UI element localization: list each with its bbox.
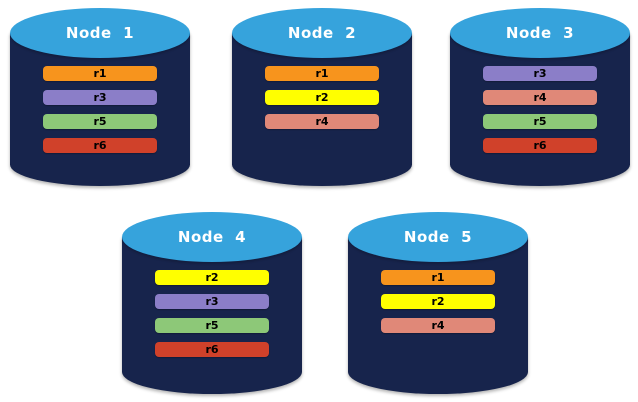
replica-bar[interactable]: r5 <box>43 114 157 129</box>
replica-label: r2 <box>205 271 219 284</box>
cylinder-top-ellipse <box>450 8 630 58</box>
cylinder-body <box>10 33 190 186</box>
replica-label: r3 <box>533 67 547 80</box>
database-node-5[interactable]: Node 5 r1 r2 r4 <box>348 212 528 394</box>
replica-bar[interactable]: r6 <box>483 138 597 153</box>
replica-label: r6 <box>533 139 547 152</box>
node-label: Node 1 <box>65 24 135 42</box>
replica-bar[interactable]: r4 <box>483 90 597 105</box>
replica-bar[interactable]: r3 <box>43 90 157 105</box>
cylinder-icon <box>122 212 302 394</box>
replica-list: r2 r3 r5 r6 <box>122 270 302 357</box>
replica-bar[interactable]: r3 <box>483 66 597 81</box>
replica-bar[interactable]: r3 <box>155 294 269 309</box>
replica-bar[interactable]: r4 <box>381 318 495 333</box>
node-label: Node 2 <box>287 24 357 42</box>
node-label: Node 4 <box>177 228 247 246</box>
replica-label: r4 <box>533 91 547 104</box>
replica-bar[interactable]: r2 <box>155 270 269 285</box>
cylinder-top-ellipse <box>122 212 302 262</box>
cylinder-icon <box>450 8 630 186</box>
database-node-3[interactable]: Node 3 r3 r4 r5 r6 <box>450 8 630 186</box>
replica-list: r1 r2 r4 <box>232 66 412 129</box>
replica-label: r2 <box>315 91 329 104</box>
replica-bar[interactable]: r6 <box>155 342 269 357</box>
replica-label: r1 <box>431 271 445 284</box>
cylinder-icon <box>10 8 190 186</box>
node-label: Node 3 <box>505 24 575 42</box>
replica-bar[interactable]: r6 <box>43 138 157 153</box>
cylinder-top-ellipse <box>348 212 528 262</box>
node-label: Node 5 <box>403 228 473 246</box>
replica-bar[interactable]: r1 <box>381 270 495 285</box>
cylinder-icon <box>348 212 528 394</box>
cylinder-body <box>348 237 528 394</box>
replica-bar[interactable]: r1 <box>43 66 157 81</box>
database-node-1[interactable]: Node 1 r1 r3 r5 r6 <box>10 8 190 186</box>
replica-label: r1 <box>93 67 107 80</box>
cylinder-top-ellipse <box>10 8 190 58</box>
replica-label: r5 <box>205 319 219 332</box>
database-node-4[interactable]: Node 4 r2 r3 r5 r6 <box>122 212 302 394</box>
replica-bar[interactable]: r2 <box>381 294 495 309</box>
replica-label: r4 <box>431 319 445 332</box>
cylinder-body <box>122 237 302 394</box>
replica-bar[interactable]: r5 <box>155 318 269 333</box>
replica-list: r1 r2 r4 <box>348 270 528 333</box>
replica-bar[interactable]: r2 <box>265 90 379 105</box>
replica-label: r2 <box>431 295 445 308</box>
replica-label: r1 <box>315 67 329 80</box>
replica-bar[interactable]: r4 <box>265 114 379 129</box>
replica-label: r6 <box>93 139 107 152</box>
replica-label: r4 <box>315 115 329 128</box>
database-node-2[interactable]: Node 2 r1 r2 r4 <box>232 8 412 186</box>
replica-label: r3 <box>205 295 219 308</box>
replica-label: r6 <box>205 343 219 356</box>
cylinder-body <box>450 33 630 186</box>
replica-list: r3 r4 r5 r6 <box>450 66 630 153</box>
replica-label: r3 <box>93 91 107 104</box>
cylinder-icon <box>232 8 412 186</box>
replica-label: r5 <box>93 115 107 128</box>
replica-bar[interactable]: r1 <box>265 66 379 81</box>
replica-bar[interactable]: r5 <box>483 114 597 129</box>
replica-list: r1 r3 r5 r6 <box>10 66 190 153</box>
cylinder-top-ellipse <box>232 8 412 58</box>
replica-label: r5 <box>533 115 547 128</box>
cylinder-body <box>232 33 412 186</box>
